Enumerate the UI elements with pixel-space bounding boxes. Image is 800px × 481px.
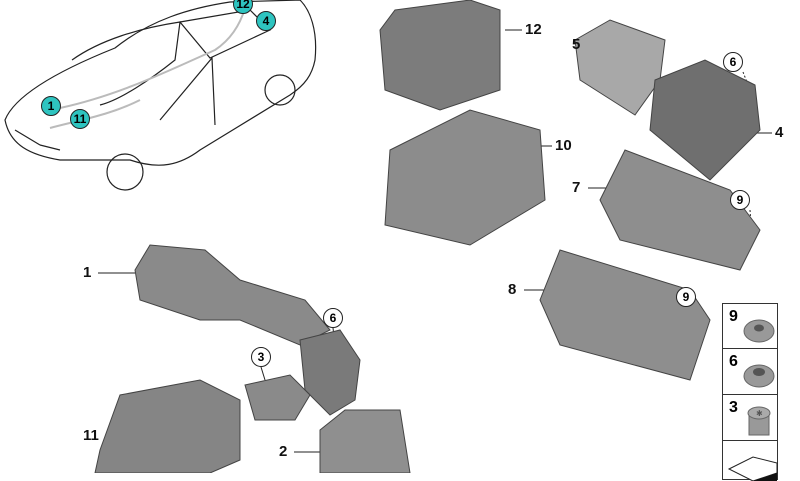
label-4: 4 xyxy=(775,124,784,141)
part-7 xyxy=(599,149,761,271)
car-callout-1[interactable]: 1 xyxy=(41,96,61,116)
label-1: 1 xyxy=(83,264,92,281)
hex-nut-icon xyxy=(743,364,775,388)
car-callout-12[interactable]: 12 xyxy=(233,0,253,14)
label-6-circled: 6 xyxy=(323,308,343,328)
part-11 xyxy=(94,379,241,473)
part-4 xyxy=(649,59,761,181)
label-7: 7 xyxy=(572,179,581,196)
part-5 xyxy=(574,19,666,116)
screw-plug-icon: ✱ xyxy=(747,406,771,436)
svg-text:✱: ✱ xyxy=(756,409,763,418)
part-2 xyxy=(319,409,411,473)
wiring-harness xyxy=(49,7,246,129)
label-8: 8 xyxy=(508,281,517,298)
legend-item-shim[interactable] xyxy=(722,440,778,481)
car-callout-4[interactable]: 4 xyxy=(256,11,276,31)
legend-item-6[interactable]: 6 xyxy=(722,348,778,395)
legend-item-3[interactable]: 3 ✱ xyxy=(722,394,778,441)
car-callout-11[interactable]: 11 xyxy=(70,109,90,129)
flange-nut-icon xyxy=(743,319,775,343)
part-12 xyxy=(379,0,501,111)
shim-icon xyxy=(727,456,778,481)
label-3-circled: 3 xyxy=(251,347,271,367)
part-6-bracket xyxy=(299,329,361,416)
label-9-circled: 9 xyxy=(730,190,750,210)
label-12: 12 xyxy=(525,21,542,38)
parts xyxy=(94,0,761,473)
label-6-circled: 6 xyxy=(723,52,743,72)
label-2: 2 xyxy=(279,443,288,460)
part-8 xyxy=(539,249,711,381)
part-1 xyxy=(134,244,331,346)
legend-item-9[interactable]: 9 xyxy=(722,303,778,349)
label-11: 11 xyxy=(83,427,99,444)
car-outline xyxy=(4,0,317,191)
part-10 xyxy=(384,109,546,246)
label-5: 5 xyxy=(572,36,581,53)
label-10: 10 xyxy=(555,137,572,154)
part-3-bracket xyxy=(244,374,311,421)
label-9-circled: 9 xyxy=(676,287,696,307)
